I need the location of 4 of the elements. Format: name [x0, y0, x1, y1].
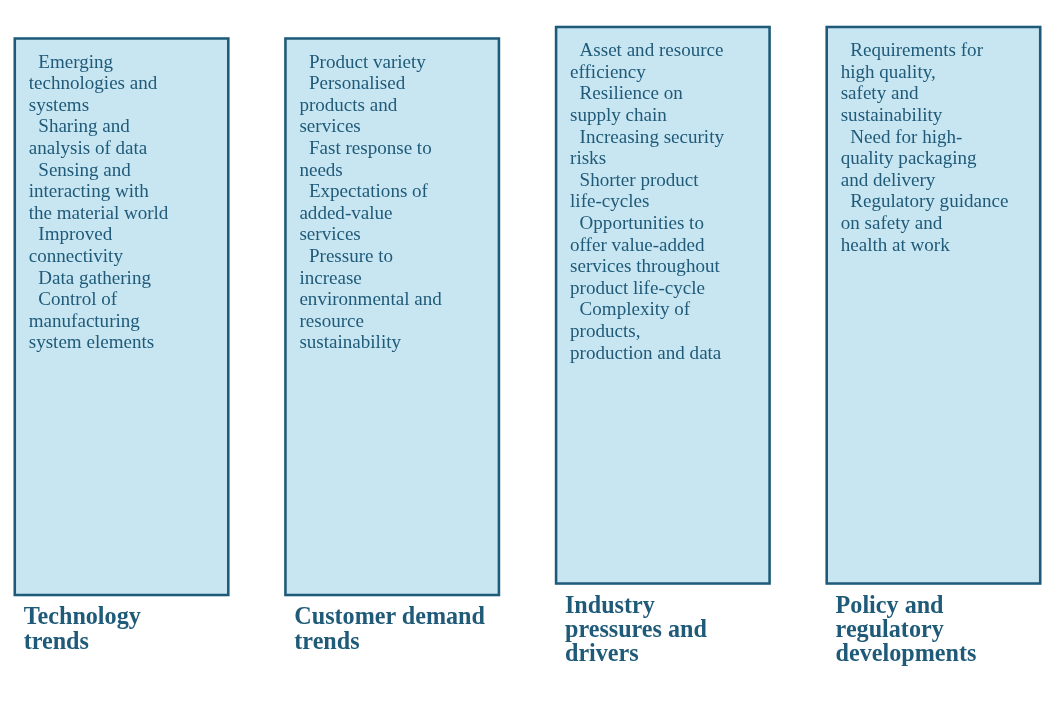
node-label: Industry pressures and drivers: [564, 591, 707, 667]
node-label: Customer demand trends: [294, 602, 485, 654]
node-label: Policy and regulatory developments: [835, 591, 977, 667]
node-label: Technology trends: [23, 602, 141, 654]
